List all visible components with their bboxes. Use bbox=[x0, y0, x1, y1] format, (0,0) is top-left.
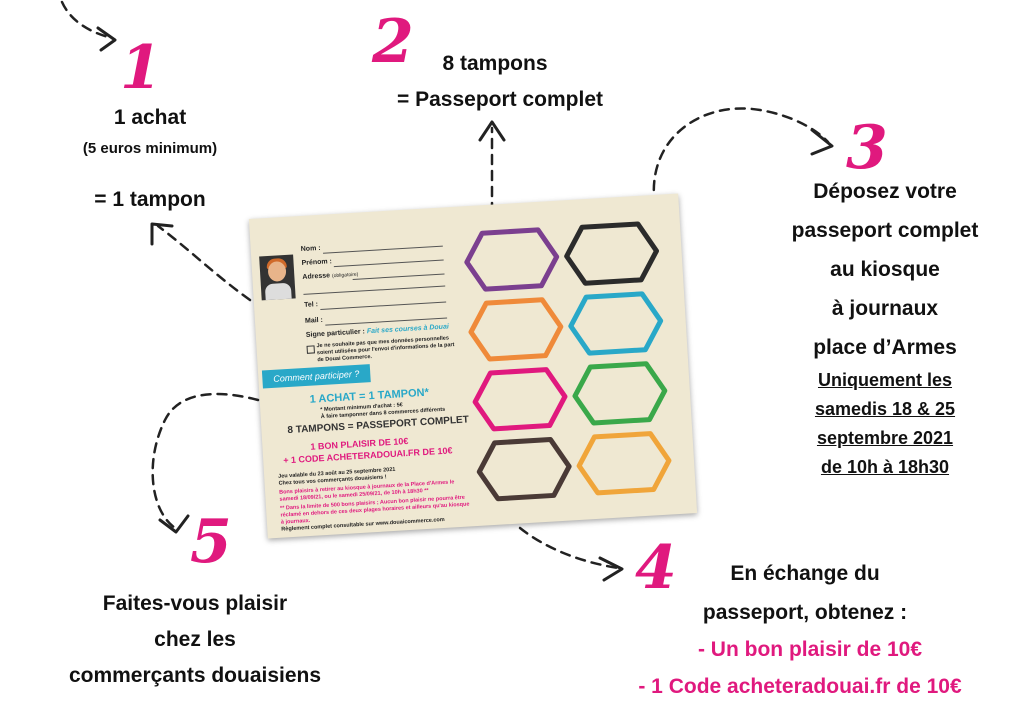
field-tel: Tel : bbox=[303, 301, 319, 309]
field-adresse: Adresse (obligatoire) bbox=[302, 271, 359, 281]
arrowhead-step5 bbox=[158, 514, 190, 534]
participate-banner: Comment participer ? bbox=[261, 364, 371, 389]
stamp-slot-4 bbox=[568, 291, 664, 356]
step3-line1: Déposez votre bbox=[813, 180, 957, 203]
arrowhead-step1 bbox=[150, 222, 174, 246]
field-nom: Nom : bbox=[300, 244, 321, 254]
stamp-slot-8 bbox=[576, 431, 672, 496]
step1-line3: = 1 tampon bbox=[94, 188, 206, 211]
arrow-to-step1 bbox=[156, 224, 252, 302]
field-prenom: Prénom : bbox=[301, 258, 333, 267]
arrow-to-step5 bbox=[151, 392, 260, 530]
step4-line1: En échange du bbox=[730, 562, 880, 585]
avatar bbox=[259, 254, 296, 301]
step-number-3: 3 bbox=[846, 113, 888, 183]
step3-schedule-1: Uniquement les bbox=[817, 370, 953, 390]
step-number-5: 5 bbox=[190, 507, 232, 577]
rule-two: 8 TAMPONS = PASSEPORT COMPLET bbox=[287, 414, 470, 437]
step-number-4: 4 bbox=[635, 533, 677, 603]
step3-line3: au kiosque bbox=[830, 258, 940, 281]
arrowhead-step2 bbox=[478, 120, 506, 142]
step5-line1: Faites-vous plaisir bbox=[102, 592, 288, 615]
stamp-slot-6 bbox=[572, 361, 668, 426]
step3-schedule-4: de 10h à 18h30 bbox=[820, 457, 950, 477]
step5-line2: chez les bbox=[154, 628, 236, 651]
arrowhead-step4 bbox=[598, 556, 624, 582]
consent-checkbox bbox=[306, 345, 315, 354]
arrowhead-step3 bbox=[810, 128, 834, 156]
step1-line2: (5 euros minimum) bbox=[82, 140, 218, 157]
field-mail: Mail : bbox=[304, 316, 324, 325]
stamp-slot-2 bbox=[564, 221, 659, 286]
step-number-1: 1 bbox=[120, 33, 162, 103]
stamp-grid bbox=[464, 221, 672, 502]
step-number-2: 2 bbox=[372, 7, 414, 77]
step2-line2: = Passeport complet bbox=[397, 88, 603, 111]
step1-line1: 1 achat bbox=[113, 106, 187, 129]
arrow-to-step4 bbox=[518, 526, 620, 570]
step3-line5: place d’Armes bbox=[813, 336, 957, 359]
consent-text: Je ne souhaite pas que mes données perso… bbox=[316, 335, 455, 364]
rule-one: 1 ACHAT = 1 TAMPON* bbox=[309, 386, 430, 406]
step2-line1: 8 tampons bbox=[442, 52, 548, 75]
step4-reward-1: - Un bon plaisir de 10€ bbox=[697, 638, 923, 661]
stamp-slot-5 bbox=[472, 367, 568, 432]
step3-schedule-3: septembre 2021 bbox=[816, 428, 954, 448]
step3-line2: passeport complet bbox=[791, 219, 979, 242]
step4-line2: passeport, obtenez : bbox=[702, 601, 908, 624]
step4-reward-2: - 1 Code acheteradouai.fr de 10€ bbox=[638, 675, 962, 698]
arrowhead-top-left bbox=[96, 26, 117, 52]
stamp-slot-3 bbox=[468, 297, 564, 362]
stamp-slot-7 bbox=[476, 437, 572, 502]
passport-card: Nom : Prénom : Adresse (obligatoire) Tel… bbox=[248, 193, 698, 539]
step3-line4: à journaux bbox=[831, 297, 939, 320]
stamp-slot-1 bbox=[464, 227, 560, 292]
step3-schedule-2: samedis 18 & 25 bbox=[814, 399, 956, 419]
step5-line3: commerçants douaisiens bbox=[68, 664, 322, 687]
arrow-top-left bbox=[60, 0, 114, 40]
arrow-to-step3 bbox=[652, 107, 830, 208]
